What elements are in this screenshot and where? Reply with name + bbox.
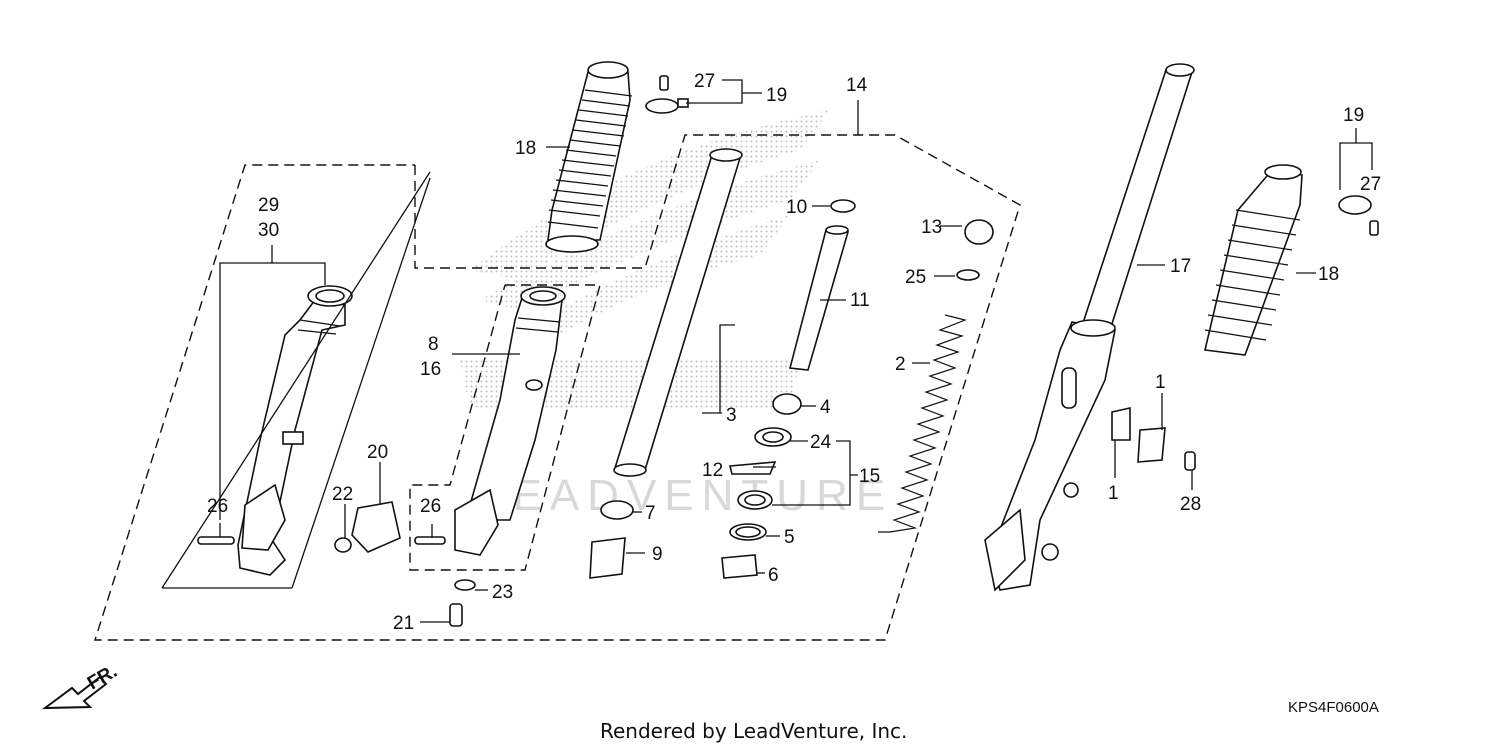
small-parts [589, 199, 994, 579]
label-18-left: 18 [515, 138, 536, 159]
leader-lines [219, 79, 1373, 623]
fork-pipe [613, 148, 743, 477]
bolt-13 [964, 219, 994, 245]
cover-6 [721, 554, 758, 579]
label-29: 29 [258, 195, 279, 216]
label-2: 2 [895, 354, 906, 375]
front-direction-indicator: FR. [41, 661, 121, 710]
label-10: 10 [786, 197, 807, 218]
label-18-right: 18 [1318, 264, 1339, 285]
label-7: 7 [645, 503, 656, 524]
label-8: 8 [428, 334, 439, 355]
footer-credit: Rendered by LeadVenture, Inc. [600, 719, 907, 743]
label-4: 4 [820, 397, 831, 418]
fork-bottom-left [197, 285, 353, 576]
label-22: 22 [332, 484, 353, 505]
label-9: 9 [652, 544, 663, 565]
label-16: 16 [420, 359, 441, 380]
boot-clamp-right [1338, 195, 1379, 236]
washer-25 [956, 269, 980, 281]
arrow-down-left-icon [41, 675, 108, 710]
label-27-right: 27 [1360, 174, 1381, 195]
label-26-left: 26 [207, 496, 228, 517]
label-20: 20 [367, 442, 388, 463]
dust-boot-right [1204, 164, 1303, 356]
label-17: 17 [1170, 256, 1191, 277]
fork-spring [878, 314, 967, 533]
label-3: 3 [726, 405, 737, 426]
label-15: 15 [859, 466, 880, 487]
brake-hose-guide [1111, 407, 1196, 471]
watermark-text: LEADVENTURE [480, 471, 893, 520]
bushing-4 [772, 393, 802, 415]
boot-clamp-top [645, 75, 689, 114]
label-26-middle: 26 [420, 496, 441, 517]
diagram-code: KPS4F0600A [1288, 699, 1379, 716]
label-21: 21 [393, 613, 414, 634]
label-12: 12 [702, 460, 723, 481]
label-1-bottom: 1 [1108, 483, 1119, 504]
label-19-top: 19 [766, 85, 787, 106]
label-11: 11 [850, 290, 870, 311]
label-24: 24 [810, 432, 832, 453]
bushing-9 [589, 537, 626, 579]
label-27-top: 27 [694, 71, 715, 92]
fork-bottom-middle [414, 286, 566, 556]
label-13: 13 [921, 217, 942, 238]
label-28-visible: 28 [1180, 494, 1201, 515]
label-14: 14 [846, 75, 868, 96]
seat-7 [600, 500, 634, 520]
axle-holder-parts [334, 501, 476, 627]
label-1-top: 1 [1155, 372, 1166, 393]
label-19-right: 19 [1343, 105, 1364, 126]
label-5: 5 [784, 527, 795, 548]
spacer-12 [728, 461, 777, 475]
callout-labels: 29 30 26 8 16 26 18 27 19 14 10 11 3 13 … [207, 71, 1381, 634]
left-diag-line [291, 177, 431, 589]
label-30: 30 [258, 220, 279, 241]
label-6: 6 [768, 565, 779, 586]
label-23: 23 [492, 582, 513, 603]
circlip-10 [830, 199, 856, 213]
left-heavy-line [161, 171, 431, 589]
dust-boot-left [545, 61, 633, 253]
label-25: 25 [905, 267, 926, 288]
group-frame-middle [409, 284, 601, 571]
fork-assembly-right [984, 63, 1195, 592]
group-frame-left [94, 134, 1021, 641]
